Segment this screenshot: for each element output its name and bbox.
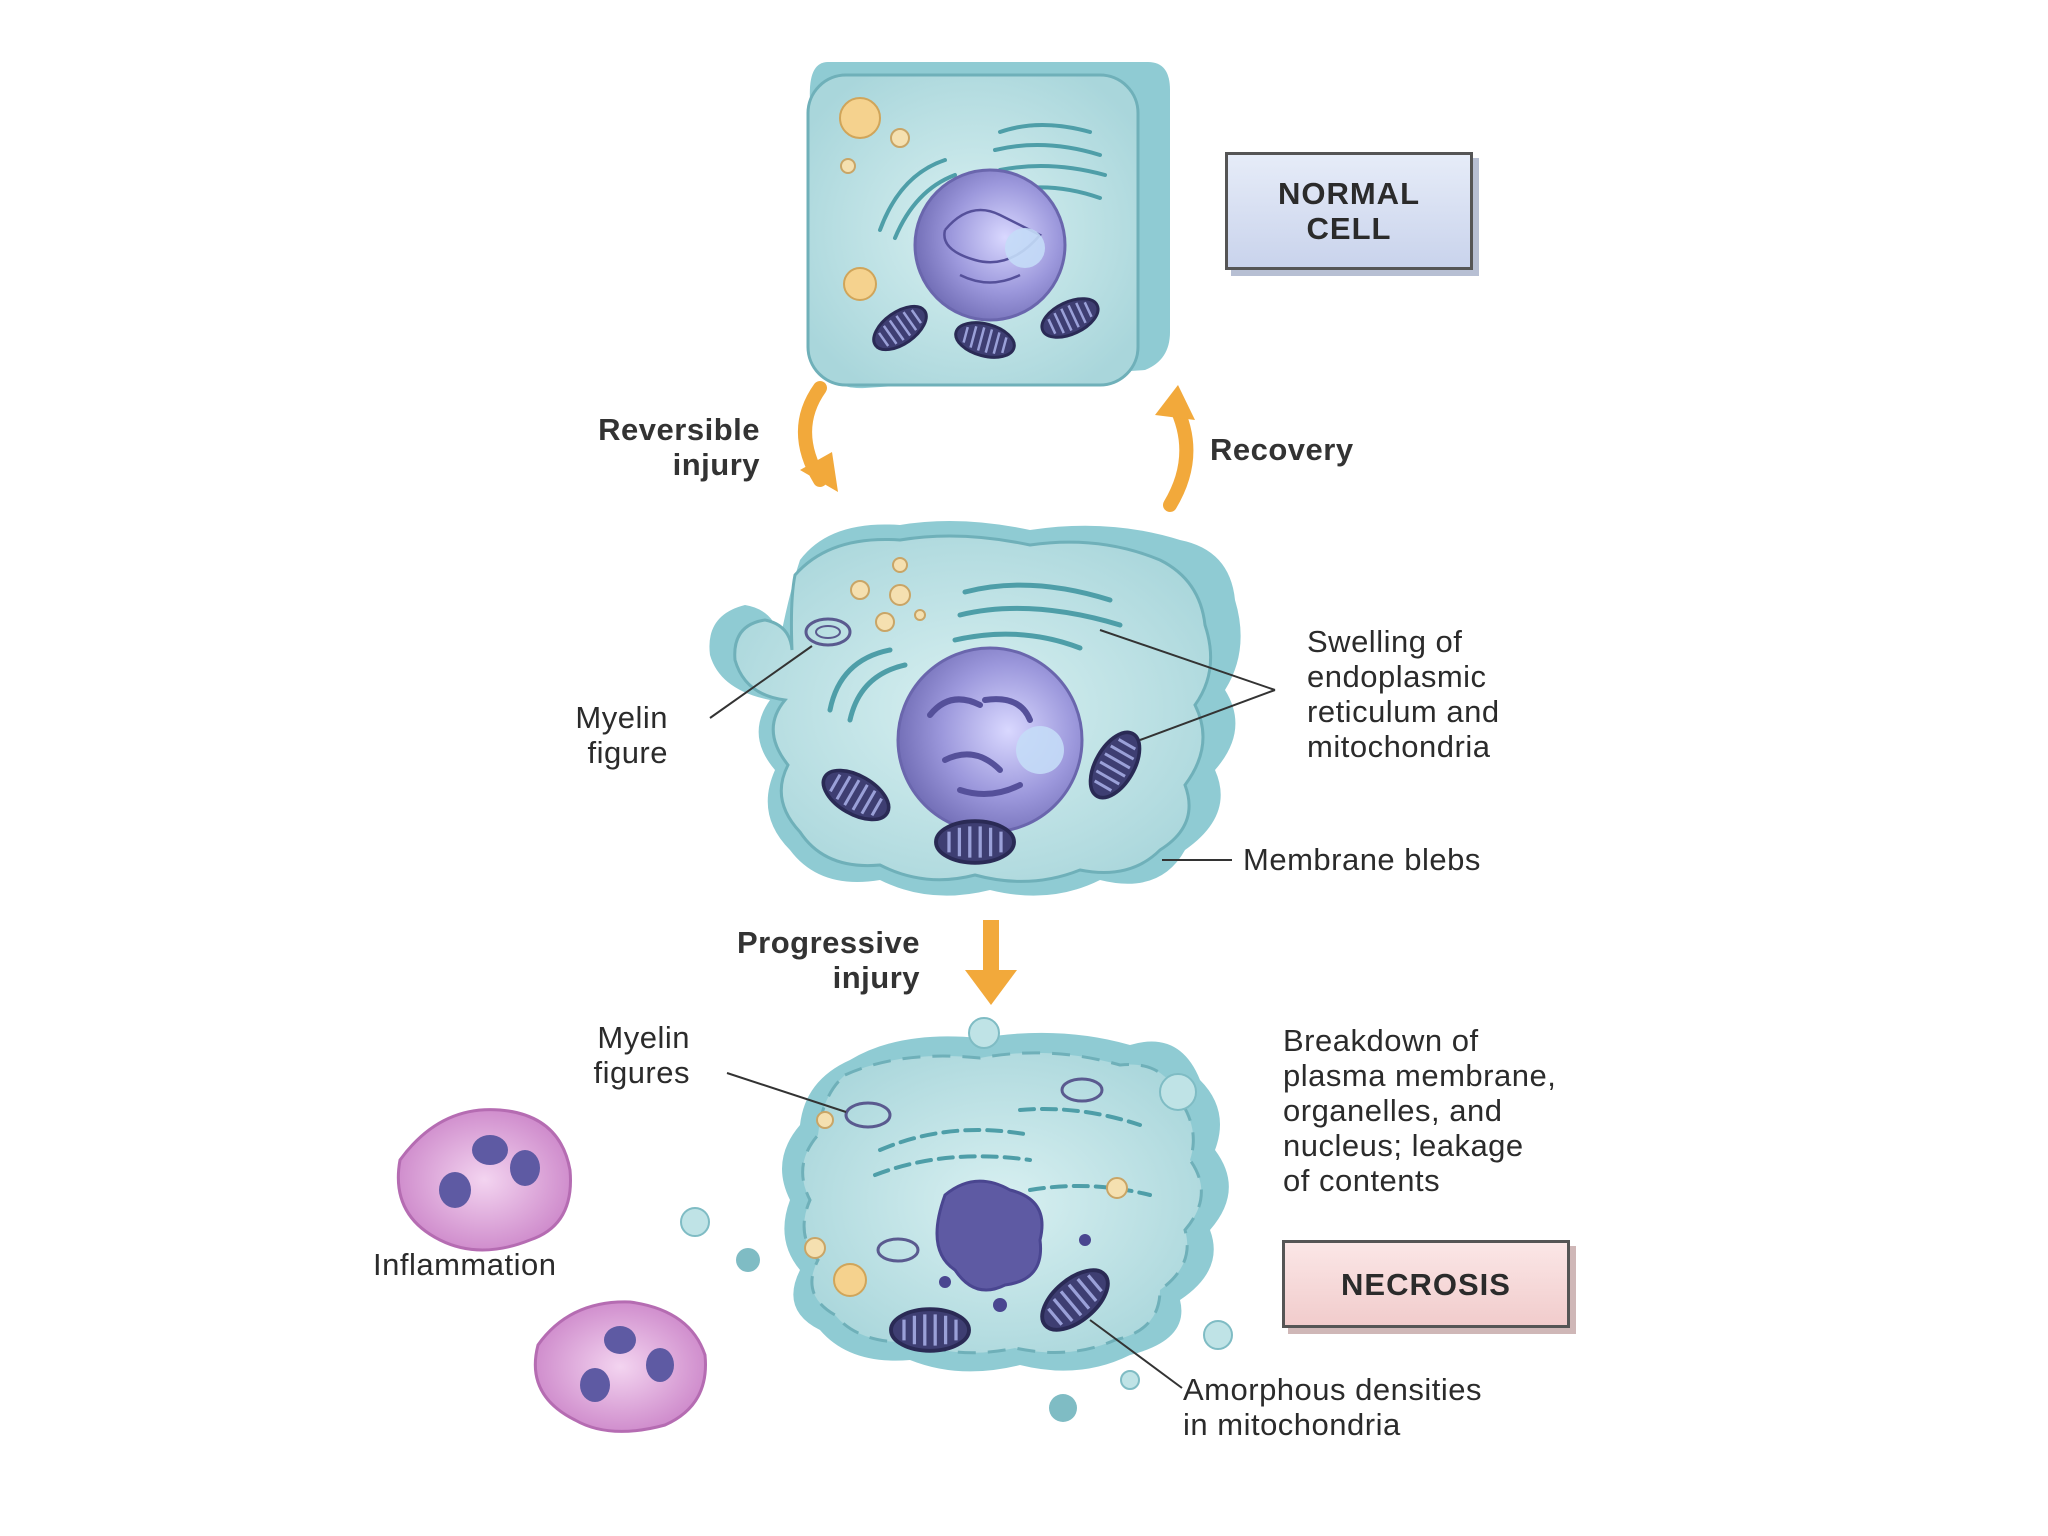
membrane-blebs-label: Membrane blebs — [1243, 842, 1481, 877]
normal-cell-line-1: NORMAL — [1277, 176, 1421, 211]
normal-cell — [806, 62, 1170, 389]
reversible-injury-arrow — [798, 381, 838, 492]
amorphous-densities-label: Amorphous densities in mitochondria — [1183, 1372, 1482, 1442]
inflammation-label: Inflammation — [373, 1247, 557, 1282]
recovery-label: Recovery — [1210, 432, 1354, 467]
normal-cell-box: NORMAL CELL — [1225, 152, 1473, 270]
reversible-injury-label: Reversible injury — [598, 412, 760, 482]
recovery-arrow — [1155, 385, 1195, 512]
normal-cell-line-2: CELL — [1306, 211, 1392, 246]
myelin-figures-label: Myelin figures — [593, 1020, 690, 1090]
necrosis-box: NECROSIS — [1282, 1240, 1570, 1328]
myelin-figure-label: Myelin figure — [575, 700, 668, 770]
progressive-injury-label: Progressive injury — [737, 925, 920, 995]
swelling-label: Swelling of endoplasmic reticulum and mi… — [1307, 624, 1500, 764]
leader-lines — [709, 629, 1276, 1389]
neutrophil-upper — [396, 1108, 572, 1252]
necrotic-cell — [680, 1017, 1233, 1422]
breakdown-label: Breakdown of plasma membrane, organelles… — [1283, 1023, 1557, 1198]
progressive-injury-arrow — [965, 920, 1017, 1005]
reversibly-injured-cell — [709, 521, 1241, 896]
neutrophil-lower — [533, 1300, 707, 1433]
